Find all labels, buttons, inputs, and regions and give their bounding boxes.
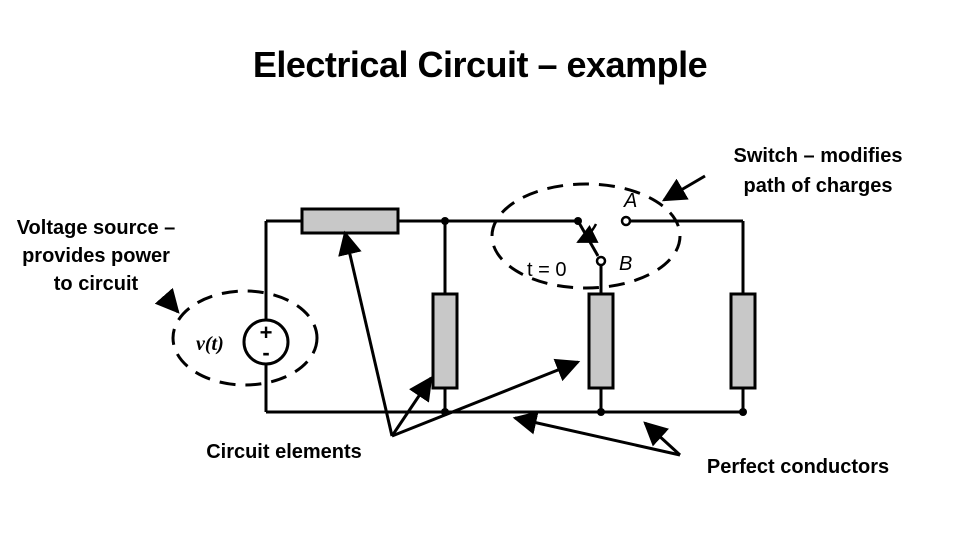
voltage-source-arrow bbox=[154, 287, 180, 314]
switch-action-arrow bbox=[576, 223, 599, 244]
switch-ellipse bbox=[490, 182, 682, 290]
terminal-b-label: B bbox=[619, 253, 632, 275]
voltage-source-label-line-3: to circuit bbox=[54, 273, 139, 295]
element-arrow-branch-1 bbox=[390, 376, 433, 437]
terminal-a-label: A bbox=[623, 190, 637, 212]
resistor-branch-3 bbox=[729, 292, 757, 390]
switch: A B t = 0 bbox=[527, 190, 637, 281]
element-arrow-top-resistor bbox=[338, 230, 394, 437]
minus-sign: - bbox=[262, 340, 269, 365]
source-label: v(t) bbox=[196, 333, 224, 355]
junction-dot bbox=[739, 408, 747, 416]
voltage-source-symbol bbox=[242, 318, 290, 366]
switch-terminal-b bbox=[595, 255, 607, 267]
wires bbox=[264, 219, 745, 414]
resistor-branch-2 bbox=[587, 292, 615, 390]
circuit-elements-label: Circuit elements bbox=[206, 441, 362, 463]
conductor-arrow-left bbox=[512, 411, 681, 457]
conductor-arrow-right bbox=[643, 421, 682, 457]
highlight-ellipses bbox=[171, 182, 682, 387]
switch-label-line-2: path of charges bbox=[744, 175, 893, 197]
junction-dot bbox=[441, 217, 449, 225]
switch-terminal-a bbox=[620, 215, 632, 227]
switch-arrow bbox=[661, 174, 706, 202]
resistor-top bbox=[300, 207, 400, 235]
junction-dot bbox=[597, 408, 605, 416]
voltage-source-label-line-2: provides power bbox=[22, 245, 170, 267]
voltage-source-label-line-1: Voltage source – bbox=[17, 217, 176, 239]
switch-label-line-1: Switch – modifies bbox=[734, 145, 903, 167]
element-arrow-branch-2 bbox=[391, 358, 581, 438]
slide-title: Electrical Circuit – example bbox=[252, 44, 708, 85]
voltage-source: + - v(t) bbox=[196, 318, 290, 366]
voltage-source-ellipse bbox=[171, 289, 319, 387]
resistor-branch-1 bbox=[431, 292, 459, 390]
plus-sign: + bbox=[260, 320, 273, 345]
resistors bbox=[300, 207, 757, 390]
annotation-arrows bbox=[154, 174, 706, 457]
annotation-labels: Voltage source – provides power to circu… bbox=[17, 145, 903, 478]
switch-time-label: t = 0 bbox=[527, 259, 566, 281]
perfect-conductors-label: Perfect conductors bbox=[707, 456, 889, 478]
